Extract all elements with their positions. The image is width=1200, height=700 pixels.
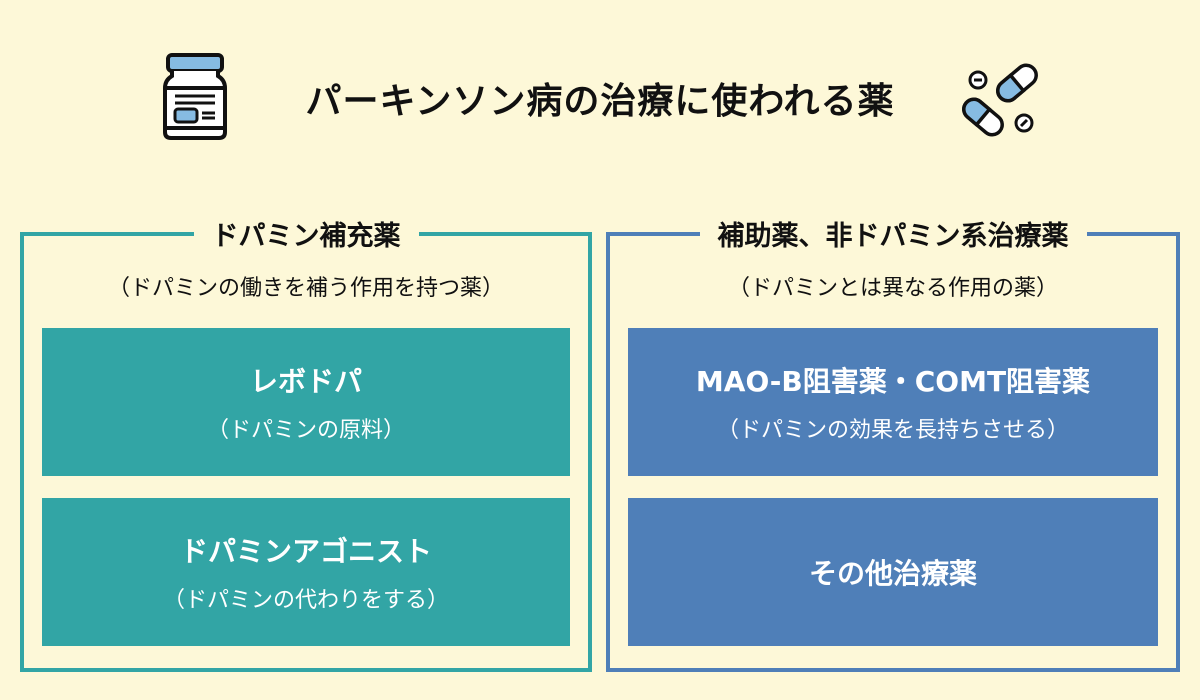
group-title: ドパミン補充薬 — [193, 221, 419, 252]
adjunct-drugs-group: 補助薬、非ドパミン系治療薬 （ドパミンとは異なる作用の薬） MAO-B阻害薬・C… — [606, 221, 1180, 672]
box-subtitle: （ドパミンの効果を長持ちさせる） — [716, 418, 1069, 443]
dopamine-agonist-box: ドパミンアゴニスト （ドパミンの代わりをする） — [42, 498, 570, 646]
dopamine-replacement-group: ドパミン補充薬 （ドパミンの働きを補う作用を持つ薬） レボドパ （ドパミンの原料）… — [20, 221, 592, 672]
group-title: 補助薬、非ドパミン系治療薬 — [699, 221, 1087, 252]
other-drugs-box: その他治療薬 — [628, 498, 1158, 646]
levodopa-box: レボドパ （ドパミンの原料） — [42, 328, 570, 476]
page-title: パーキンソン病の治療に使われる薬 — [305, 81, 895, 122]
group-subtitle: （ドパミンの働きを補う作用を持つ薬） — [107, 276, 504, 301]
box-title: レボドパ — [249, 365, 362, 398]
box-title: その他治療薬 — [808, 557, 977, 590]
box-subtitle: （ドパミンの原料） — [206, 418, 405, 443]
box-title: ドパミンアゴニスト — [179, 535, 432, 568]
group-subtitle: （ドパミンとは異なる作用の薬） — [727, 276, 1058, 301]
box-title: MAO-B阻害薬・COMT阻害薬 — [695, 365, 1091, 398]
maob-comt-inhibitor-box: MAO-B阻害薬・COMT阻害薬 （ドパミンの効果を長持ちさせる） — [628, 328, 1158, 476]
pills-icon — [962, 63, 1038, 137]
medicine-bottle-icon — [163, 53, 227, 140]
box-subtitle: （ドパミンの代わりをする） — [162, 588, 449, 613]
